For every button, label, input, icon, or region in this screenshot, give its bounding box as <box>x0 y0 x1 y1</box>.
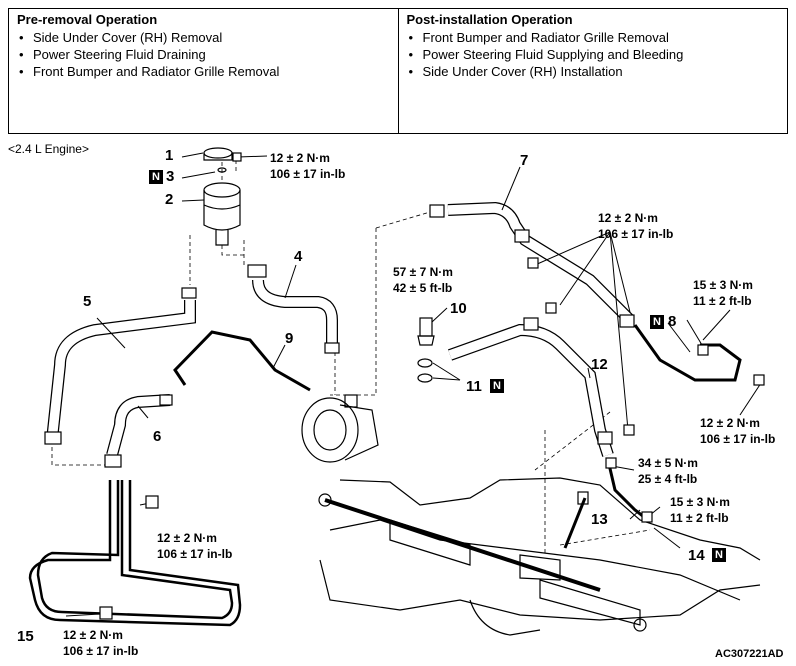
pre-removal-item: Power Steering Fluid Draining <box>17 46 390 63</box>
part-number-1: 1 <box>165 147 174 164</box>
leader-lines <box>51 160 651 555</box>
union-bolt <box>419 317 433 337</box>
pre-removal-column: Pre-removal Operation Side Under Cover (… <box>9 9 398 133</box>
part-number-6: 6 <box>153 428 162 445</box>
operations-table: Pre-removal Operation Side Under Cover (… <box>8 8 788 134</box>
pipe-8 <box>633 324 742 382</box>
gasket <box>417 358 433 368</box>
return-hose <box>252 279 338 345</box>
part-number-2: 2 <box>165 191 174 208</box>
post-installation-title: Post-installation Operation <box>406 12 573 27</box>
part-number-4: 4 <box>294 248 303 265</box>
part-number-12: 12 <box>591 356 608 373</box>
part-number-15: 15 <box>17 628 34 645</box>
cooler-tube <box>28 480 242 627</box>
post-installation-column: Post-installation Operation Front Bumper… <box>397 9 788 133</box>
figure-code: AC307221AD <box>715 648 784 660</box>
part-number-10: 10 <box>450 300 467 317</box>
post-installation-item: Side Under Cover (RH) Installation <box>407 63 780 80</box>
clamps <box>44 152 765 620</box>
part-number-11: 11 <box>466 378 482 395</box>
engine-variant-label: <2.4 L Engine> <box>8 142 89 156</box>
non-reusable-part-icon: N <box>650 315 664 329</box>
pre-removal-item: Front Bumper and Radiator Grille Removal <box>17 63 390 80</box>
post-installation-item: Front Bumper and Radiator Grille Removal <box>407 29 780 46</box>
callout-lines <box>65 152 764 617</box>
steering-gear-assembly <box>318 477 761 636</box>
non-reusable-part-icon: N <box>490 379 504 393</box>
part-number-13: 13 <box>591 511 608 528</box>
part-number-5: 5 <box>83 293 92 310</box>
gasket <box>417 373 433 383</box>
part-number-9: 9 <box>285 330 294 347</box>
non-reusable-part-icon: N <box>712 548 726 562</box>
part-number-8: 8 <box>668 313 677 330</box>
post-installation-list: Front Bumper and Radiator Grille Removal… <box>407 29 780 80</box>
return-pipe-9 <box>173 330 311 392</box>
part-number-3: 3 <box>166 168 175 185</box>
pre-removal-item: Side Under Cover (RH) Removal <box>17 29 390 46</box>
pre-removal-title: Pre-removal Operation <box>17 12 158 27</box>
part-number-7: 7 <box>520 152 529 169</box>
post-installation-item: Power Steering Fluid Supplying and Bleed… <box>407 46 780 63</box>
oil-pump <box>301 394 379 463</box>
part-number-14: 14 <box>688 547 705 564</box>
pre-removal-list: Side Under Cover (RH) Removal Power Stee… <box>17 29 390 80</box>
non-reusable-part-icon: N <box>149 170 163 184</box>
